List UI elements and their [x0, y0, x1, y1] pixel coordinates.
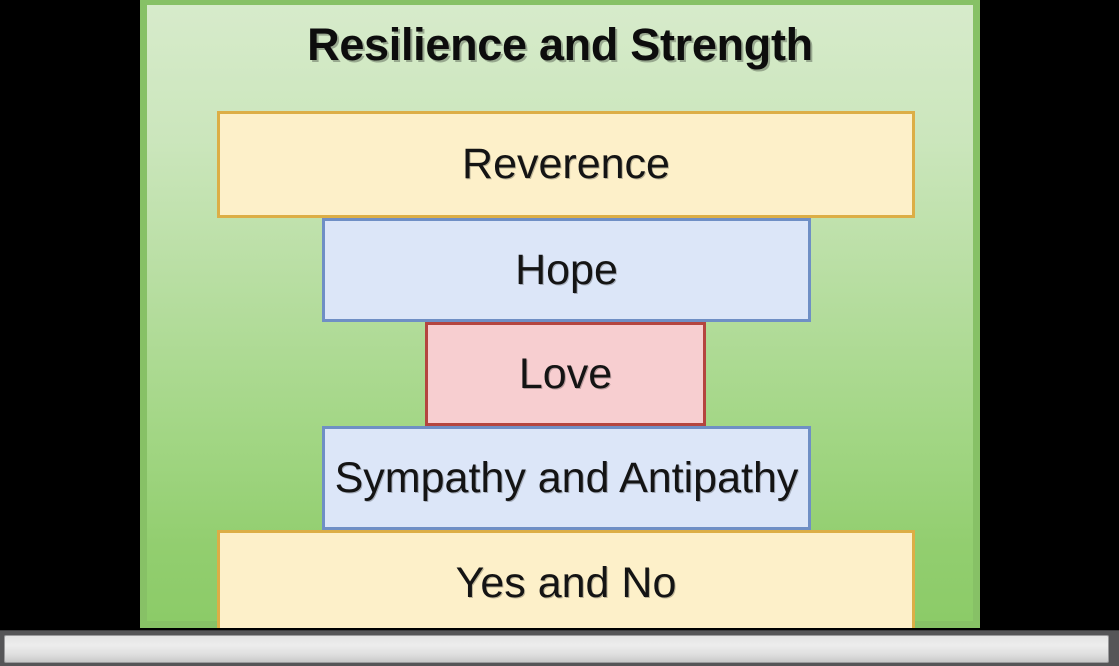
pyramid-row-hope[interactable]: Hope — [322, 218, 811, 322]
page-title: Resilience and Strength — [307, 19, 813, 70]
pyramid-row-label: Yes and No — [455, 559, 677, 607]
pyramid-row-sympathy-and-antipathy[interactable]: Sympathy and Antipathy — [322, 426, 811, 530]
horizontal-scrollbar-thumb[interactable] — [4, 635, 1109, 663]
pyramid-row-label: Hope — [515, 245, 618, 294]
pyramid-row-label: Sympathy and Antipathy — [334, 453, 799, 502]
pyramid-row-reverence[interactable]: Reverence — [217, 111, 915, 218]
document-viewport[interactable]: Resilience and Strength Reverence Hope L… — [0, 0, 1119, 628]
pyramid-row-love[interactable]: Love — [425, 322, 706, 426]
pyramid-row-yes-and-no[interactable]: Yes and No — [217, 530, 915, 628]
horizontal-scrollbar[interactable] — [0, 630, 1119, 666]
pyramid-row-label: Reverence — [462, 140, 670, 188]
slide-canvas[interactable]: Resilience and Strength Reverence Hope L… — [140, 0, 980, 628]
pyramid-row-label: Love — [518, 349, 613, 398]
